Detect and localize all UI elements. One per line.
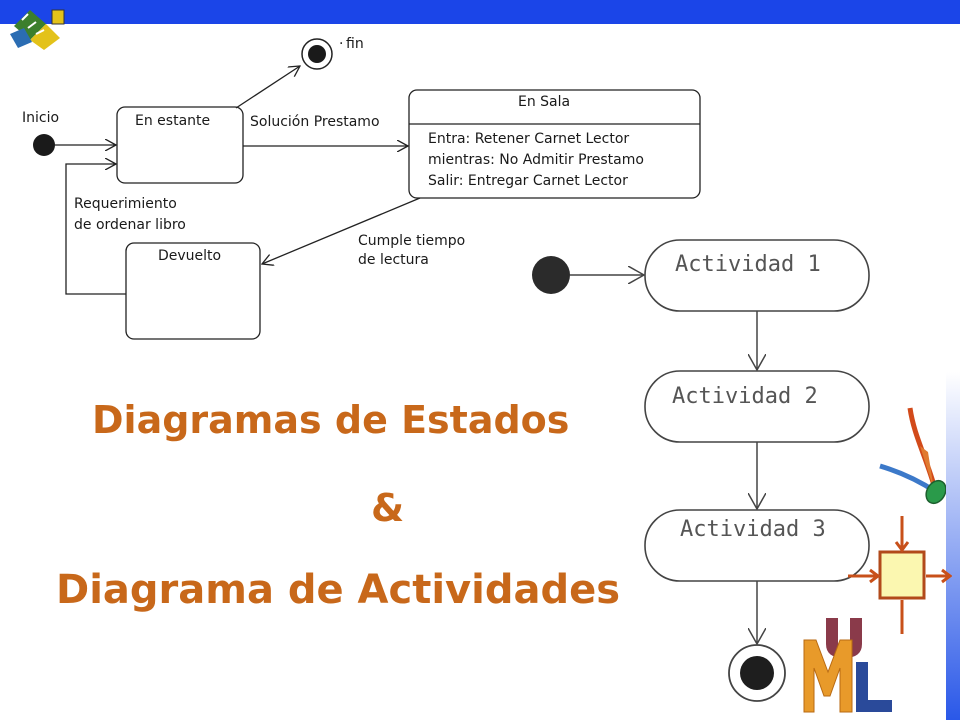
transition-solucion-label: Solución Prestamo: [250, 114, 380, 130]
state-en-sala-line: Entra: Retener Carnet Lector: [428, 131, 630, 147]
transition-requerimiento: [65, 164, 126, 295]
transition-requerimiento-label: Requerimiento: [74, 196, 177, 212]
final-node-inner: [308, 45, 326, 63]
transition-cumple: [262, 197, 421, 264]
state-en-sala: [408, 89, 701, 199]
title-line-3: Diagrama de Actividades: [56, 567, 621, 613]
uml-logo-icon: [803, 618, 892, 713]
pointer-arrow-icon: [879, 407, 946, 505]
state-devuelto-label: Devuelto: [158, 248, 222, 264]
initial-label: Inicio: [22, 110, 60, 126]
initial-node: [33, 134, 55, 156]
activity-final-inner: [740, 656, 774, 690]
transition-cumple-label: Cumple tiempo: [358, 233, 466, 249]
final-label: fin: [346, 36, 364, 52]
title-line-1: Diagramas de Estados: [92, 398, 570, 442]
state-en-sala-line: mientras: No Admitir Prestamo: [428, 152, 644, 168]
transition-requerimiento-label: de ordenar libro: [74, 217, 186, 233]
state-en-sala-title: En Sala: [518, 94, 571, 110]
activity-3-label: Actividad 3: [680, 517, 826, 542]
top-bar: [0, 0, 960, 24]
state-devuelto: [125, 242, 261, 340]
activity-initial-node: [532, 256, 570, 294]
state-en-sala-line: Salir: Entregar Carnet Lector: [428, 173, 628, 189]
title-line-2: &: [371, 486, 405, 530]
module-box-icon: [848, 516, 952, 634]
state-en-estante-label: En estante: [135, 113, 211, 129]
transition-cumple-label: de lectura: [358, 252, 429, 268]
state-en-estante: [116, 106, 244, 184]
right-strip: [946, 24, 960, 720]
transition-to-fin: [235, 66, 300, 109]
activity-2-label: Actividad 2: [672, 384, 818, 409]
puzzle-logo-icon: [10, 9, 65, 50]
activity-1-label: Actividad 1: [675, 252, 821, 277]
final-label-dot: ·: [339, 36, 344, 52]
